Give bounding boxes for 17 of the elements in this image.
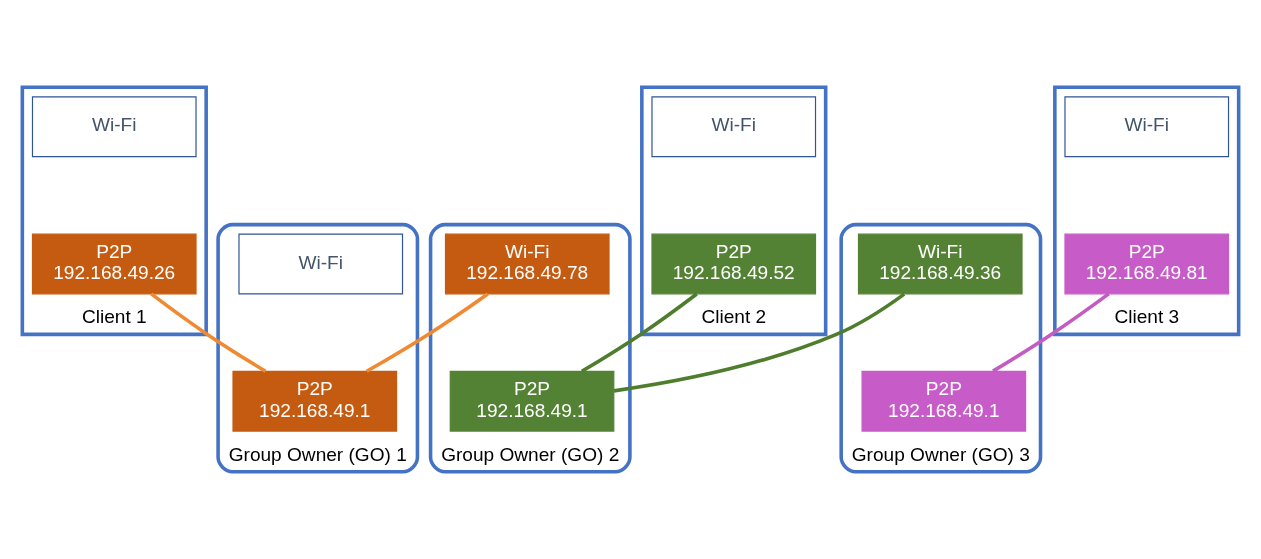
connector (580, 292, 698, 373)
connector (150, 292, 267, 373)
node-box: Wi-Fi 192.168.49.78 (444, 233, 610, 295)
node-box: Wi-Fi 192.168.49.36 (857, 233, 1023, 295)
connector (613, 292, 906, 393)
connector (365, 292, 489, 373)
node-box: P2P 192.168.49.1 (449, 370, 615, 432)
node-box: Wi-Fi (1064, 96, 1230, 158)
node-box: Wi-Fi (238, 233, 404, 295)
node-box: P2P 192.168.49.52 (651, 233, 817, 295)
node-box: P2P 192.168.49.1 (232, 370, 398, 432)
node-box: P2P 192.168.49.1 (861, 370, 1027, 432)
connector (992, 292, 1110, 373)
node-box: Wi-Fi (651, 96, 817, 158)
node-box: Wi-Fi (31, 96, 197, 158)
node-box: P2P 192.168.49.26 (31, 233, 197, 295)
node-box: P2P 192.168.49.81 (1064, 233, 1230, 295)
